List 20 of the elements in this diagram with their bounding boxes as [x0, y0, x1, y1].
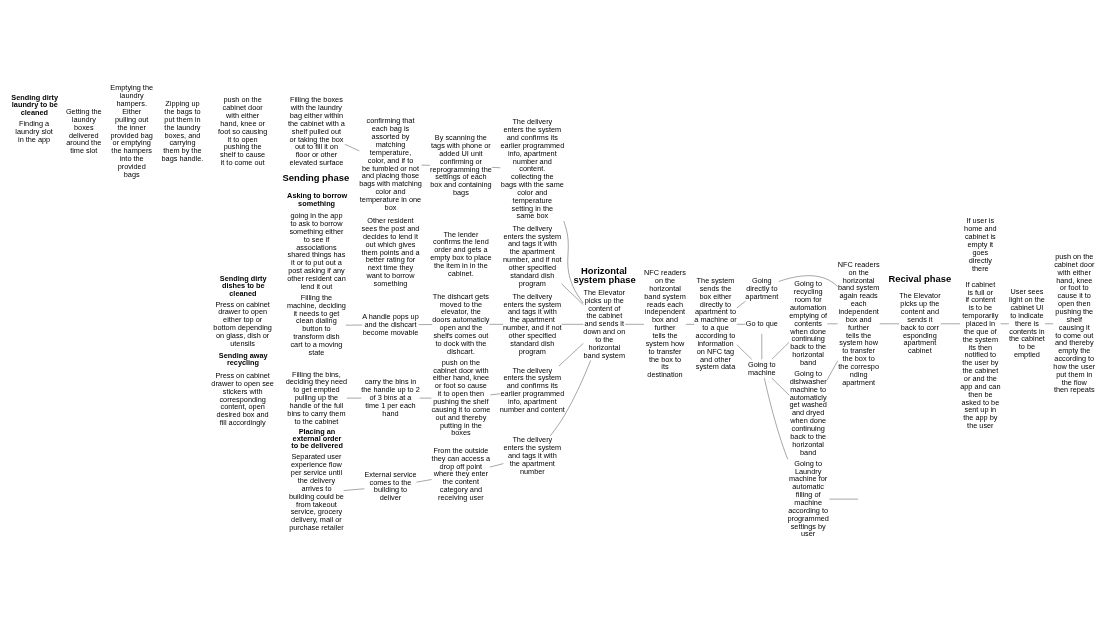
label: Recival phase — [888, 272, 952, 284]
connector — [736, 300, 746, 308]
label: Horizontal system phase — [573, 264, 636, 285]
connector — [826, 360, 838, 380]
connector — [778, 274, 838, 287]
connector — [549, 359, 591, 436]
connector — [490, 393, 501, 395]
label: Sending phase — [282, 171, 350, 183]
connector — [343, 488, 365, 491]
connector — [491, 166, 501, 168]
connector — [489, 462, 504, 467]
connector — [344, 143, 360, 151]
connector — [558, 342, 584, 366]
connector — [736, 344, 752, 360]
connector — [764, 377, 788, 460]
connector — [771, 377, 790, 395]
connector — [416, 478, 432, 482]
connector — [561, 283, 584, 305]
connector — [563, 220, 584, 303]
connector — [418, 323, 433, 325]
